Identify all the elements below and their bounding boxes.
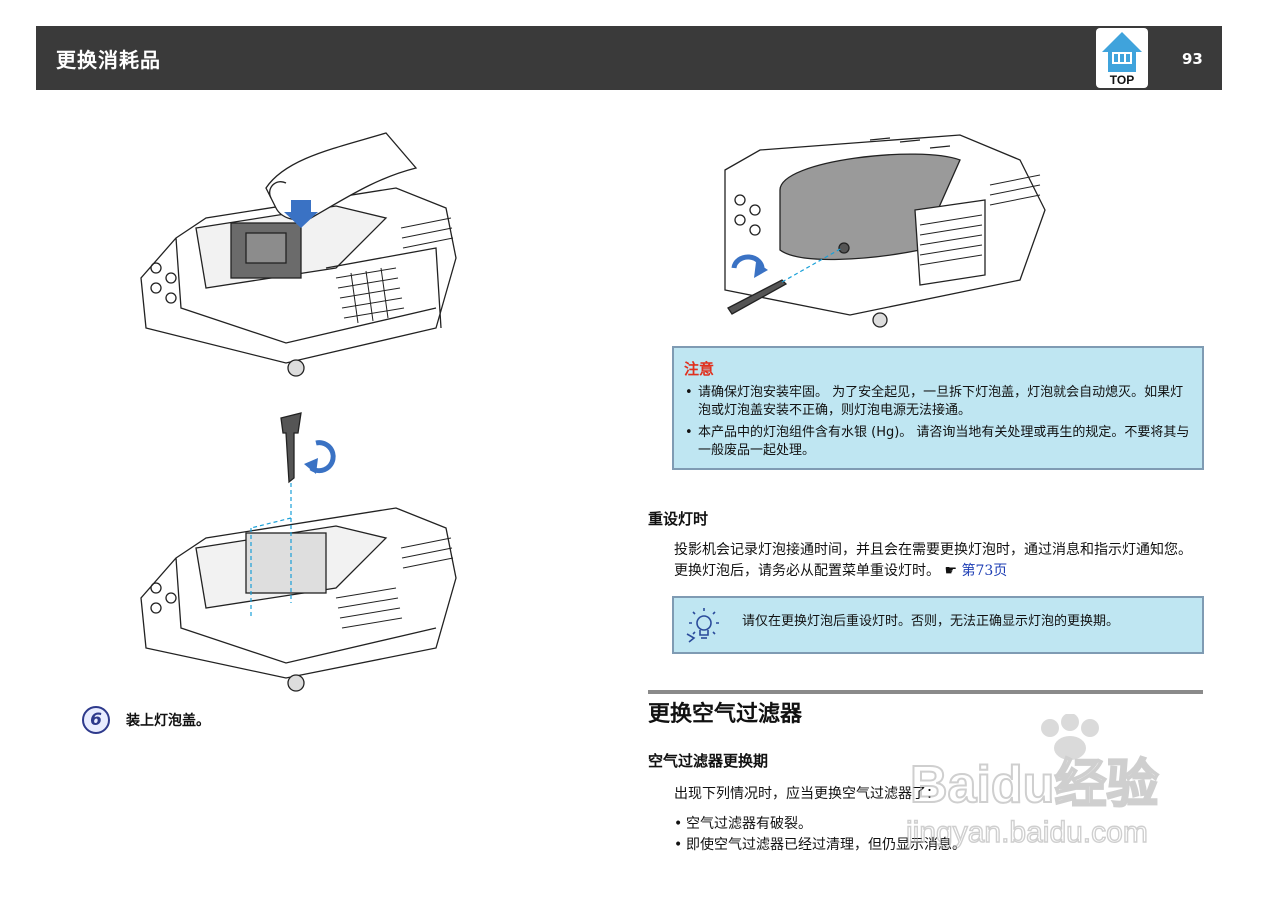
list-item: 即使空气过滤器已经过清理，但仍显示消息。 [674, 835, 966, 856]
tip-text: 请仅在更换灯泡后重设灯时。否则，无法正确显示灯泡的更换期。 [742, 614, 1120, 629]
caution-item: 请确保灯泡安装牢固。 为了安全起见，一旦拆下灯泡盖，灯泡就会自动熄灭。如果灯泡或… [684, 384, 1194, 420]
lamp-install-illustration [140, 132, 457, 377]
caution-title: 注意 [684, 360, 715, 378]
page-title: 更换消耗品 [56, 48, 161, 72]
top-label: TOP [1110, 73, 1134, 87]
step-text: 装上灯泡盖。 [126, 713, 210, 729]
caution-item: 本产品中的灯泡组件含有水银 (Hg)。 请咨询当地有关处理或再生的规定。不要将其… [684, 424, 1194, 460]
filter-list: 空气过滤器有破裂。 即使空气过滤器已经过清理，但仍显示消息。 [674, 814, 966, 856]
top-home-icon[interactable]: TOP [1096, 28, 1148, 88]
watermark-brand: Baidu经验 [910, 756, 1158, 814]
filter-intro: 出现下列情况时，应当更换空气过滤器了： [674, 786, 940, 802]
baidu-watermark: Baidu经验 jingyan.baidu.com [904, 714, 1159, 850]
page-header: 更换消耗品 TOP 93 [36, 26, 1222, 90]
watermark-url: jingyan.baidu.com [905, 816, 1148, 849]
lamp-screw-illustration [140, 412, 457, 692]
reset-paragraph: 投影机会记录灯泡接通时间，并且会在需要更换灯泡时，通过消息和指示灯通知您。 更换… [674, 540, 1204, 582]
list-item: 空气过滤器有破裂。 [674, 814, 966, 835]
step-6: 6 装上灯泡盖。 [82, 706, 210, 734]
xref-link[interactable]: 第73页 [961, 563, 1008, 579]
lightbulb-icon [686, 608, 719, 643]
reset-heading: 重设灯时 [648, 510, 709, 528]
section-divider [648, 690, 1203, 694]
caution-list: 请确保灯泡安装牢固。 为了安全起见，一旦拆下灯泡盖，灯泡就会自动熄灭。如果灯泡或… [684, 384, 1194, 464]
tip-box: 请仅在更换灯泡后重设灯时。否则，无法正确显示灯泡的更换期。 [672, 596, 1204, 654]
reset-body: 投影机会记录灯泡接通时间，并且会在需要更换灯泡时，通过消息和指示灯通知您。 更换… [674, 542, 1192, 579]
lamp-cover-illustration [724, 134, 1046, 328]
step-number-badge: 6 [82, 706, 110, 734]
page-number: 93 [1182, 50, 1203, 68]
xref-hand-icon: ☛ [944, 563, 958, 579]
filter-subheading: 空气过滤器更换期 [648, 752, 769, 770]
caution-box: 注意 请确保灯泡安装牢固。 为了安全起见，一旦拆下灯泡盖，灯泡就会自动熄灭。如果… [672, 346, 1204, 470]
filter-heading: 更换空气过滤器 [648, 702, 803, 727]
